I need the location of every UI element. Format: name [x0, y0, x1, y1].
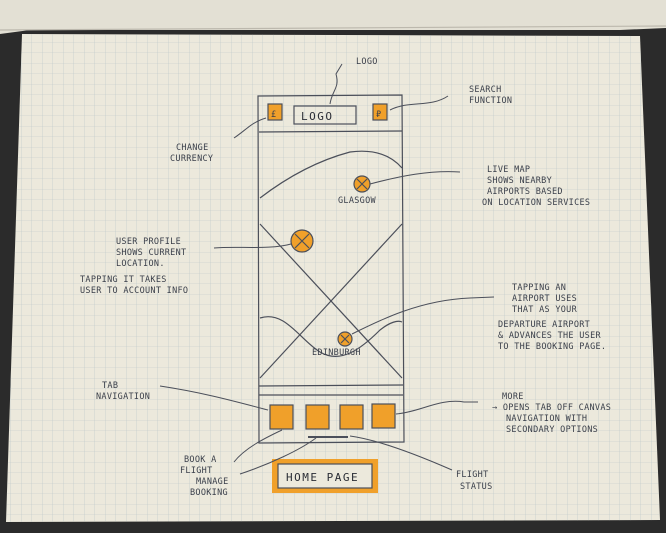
- home-page-text: HOME PAGE: [286, 471, 359, 484]
- annotation-manage-booking: MANAGE BOOKING: [190, 477, 229, 498]
- svg-text:NAVIGATION: NAVIGATION: [96, 392, 150, 402]
- tab-book-flight: [269, 404, 294, 430]
- svg-text:USER TO ACCOUNT INFO: USER TO ACCOUNT INFO: [80, 286, 188, 296]
- tab-flight-status: [339, 404, 364, 430]
- previous-page-edge: [0, 0, 666, 34]
- svg-text:THAT AS YOUR: THAT AS YOUR: [512, 305, 578, 315]
- svg-text:MORE: MORE: [502, 392, 524, 402]
- search-symbol: ₽: [376, 110, 381, 120]
- svg-text:BOOKING: BOOKING: [190, 488, 228, 498]
- svg-text:SECONDARY OPTIONS: SECONDARY OPTIONS: [506, 425, 598, 435]
- glasgow-label: GLASGOW: [338, 196, 377, 206]
- svg-text:FLIGHT: FLIGHT: [456, 470, 489, 480]
- phone-wireframe: [257, 94, 405, 493]
- svg-text:AIRPORTS BASED: AIRPORTS BASED: [487, 187, 563, 197]
- annotation-book-flight: BOOK A FLIGHT: [180, 455, 217, 476]
- svg-text:TAPPING IT TAKES: TAPPING IT TAKES: [80, 275, 167, 285]
- logo-box: [293, 105, 357, 125]
- annotation-user-profile: USER PROFILE SHOWS CURRENT LOCATION. TAP…: [80, 237, 188, 296]
- map-coast-top: [259, 150, 403, 199]
- map-bottom-line: [258, 384, 404, 387]
- annotation-logo: LOGO: [356, 57, 378, 67]
- annotation-tab-navigation: TAB NAVIGATION: [96, 381, 150, 402]
- search-button: [372, 103, 388, 121]
- logo-text: LOGO: [301, 110, 334, 123]
- header-divider: [258, 130, 403, 133]
- notebook-page: [0, 0, 666, 522]
- svg-text:CURRENCY: CURRENCY: [170, 154, 213, 164]
- map-coast-bottom: [259, 316, 403, 357]
- map-cross-2: [259, 223, 403, 379]
- home-page-label: [277, 463, 373, 489]
- annotation-currency: CHANGE CURRENCY: [170, 143, 213, 164]
- tab-more: [371, 403, 396, 429]
- svg-text:& ADVANCES THE USER: & ADVANCES THE USER: [498, 331, 602, 341]
- phone-frame: [257, 94, 405, 444]
- annotation-flight-status: FLIGHT STATUS: [456, 470, 493, 492]
- svg-text:TAPPING AN: TAPPING AN: [512, 283, 566, 293]
- edinburgh-label: EDINBURGH: [312, 348, 361, 358]
- svg-text:AIRPORT USES: AIRPORT USES: [512, 294, 577, 304]
- svg-text:LIVE MAP: LIVE MAP: [487, 165, 530, 175]
- tab-manage-booking: [305, 404, 330, 430]
- svg-text:FLIGHT: FLIGHT: [180, 466, 213, 476]
- annotation-tapping-airport: TAPPING AN AIRPORT USES THAT AS YOUR DEP…: [498, 283, 606, 352]
- svg-text:SEARCH: SEARCH: [469, 85, 502, 95]
- svg-text:MANAGE: MANAGE: [196, 477, 229, 487]
- annotation-connectors: [159, 63, 495, 475]
- currency-button: [267, 103, 283, 121]
- svg-text:CHANGE: CHANGE: [176, 143, 209, 153]
- annotation-live-map: LIVE MAP SHOWS NEARBY AIRPORTS BASED ON …: [482, 165, 590, 208]
- svg-text:SHOWS NEARBY: SHOWS NEARBY: [487, 176, 552, 186]
- svg-text:ON LOCATION SERVICES: ON LOCATION SERVICES: [482, 198, 590, 208]
- svg-text:→ OPENS TAB OFF CANVAS: → OPENS TAB OFF CANVAS: [492, 403, 611, 413]
- svg-text:LOCATION.: LOCATION.: [116, 259, 165, 269]
- svg-text:TO THE BOOKING PAGE.: TO THE BOOKING PAGE.: [498, 342, 606, 352]
- svg-text:DEPARTURE AIRPORT: DEPARTURE AIRPORT: [498, 320, 590, 330]
- svg-text:FUNCTION: FUNCTION: [469, 96, 512, 106]
- svg-text:USER PROFILE: USER PROFILE: [116, 237, 181, 247]
- svg-text:NAVIGATION WITH: NAVIGATION WITH: [506, 414, 587, 424]
- annotation-more: MORE → OPENS TAB OFF CANVAS NAVIGATION W…: [492, 392, 611, 435]
- annotation-search: SEARCH FUNCTION: [469, 85, 512, 106]
- svg-text:SHOWS CURRENT: SHOWS CURRENT: [116, 248, 186, 258]
- svg-text:TAB: TAB: [102, 381, 118, 391]
- currency-symbol: £: [271, 110, 276, 120]
- svg-text:BOOK A: BOOK A: [184, 455, 217, 465]
- svg-text:STATUS: STATUS: [460, 482, 493, 492]
